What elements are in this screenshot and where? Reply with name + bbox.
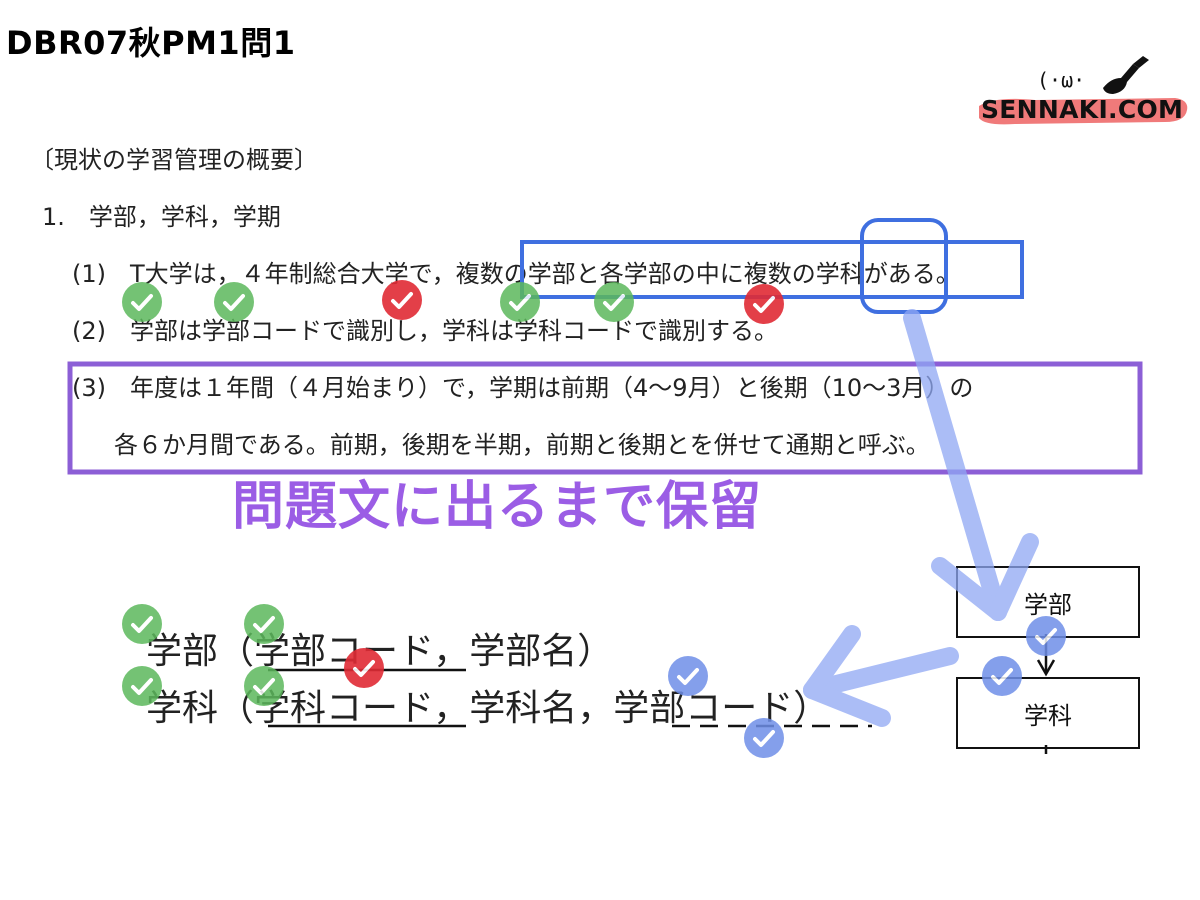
check-icon xyxy=(744,718,784,758)
rule-line-3b: 各６か月間である。前期，後期を半期，前期と後期とを併せて通期と呼ぶ。 xyxy=(114,431,930,459)
item-heading: 1. 学部，学科，学期 xyxy=(42,203,281,231)
check-icon xyxy=(122,282,162,322)
er-arrowhead xyxy=(1036,659,1056,677)
check-icon xyxy=(982,656,1022,696)
brush-stroke-icon xyxy=(979,98,1188,125)
check-icon xyxy=(1026,616,1066,656)
annotation-note: 問題文に出るまで保留 xyxy=(232,477,763,537)
page-title: DBR07秋PM1問1 xyxy=(6,24,296,62)
brand-face: (·ω· xyxy=(1037,68,1086,92)
check-icon xyxy=(244,604,284,644)
entity-gakka-label: 学科 xyxy=(1024,701,1072,730)
check-icon xyxy=(744,284,784,324)
brand-name: SENNAKI.COM xyxy=(981,95,1184,124)
check-icon xyxy=(122,604,162,644)
rule-line-3a: (3) 年度は１年間（４月始まり）で，学期は前期（4〜9月）と後期（10〜3月）… xyxy=(72,374,974,402)
check-icon xyxy=(122,666,162,706)
section-heading: 〔現状の学習管理の概要〕 xyxy=(30,146,318,174)
paintbrush-icon xyxy=(1103,56,1149,94)
entity-gakubu-label: 学部 xyxy=(1024,590,1072,619)
check-icon xyxy=(244,666,284,706)
check-icon xyxy=(214,282,254,322)
arrow-icon xyxy=(803,625,959,727)
rule-line-2: (2) 学部は学部コードで識別し，学科は学科コードで識別する。 xyxy=(72,317,778,345)
check-icon xyxy=(668,656,708,696)
brand-logo: (·ω· SENNAKI.COM xyxy=(975,56,1190,132)
check-icon xyxy=(500,282,540,322)
check-icon xyxy=(594,282,634,322)
check-icon xyxy=(382,280,422,320)
check-icon xyxy=(344,648,384,688)
